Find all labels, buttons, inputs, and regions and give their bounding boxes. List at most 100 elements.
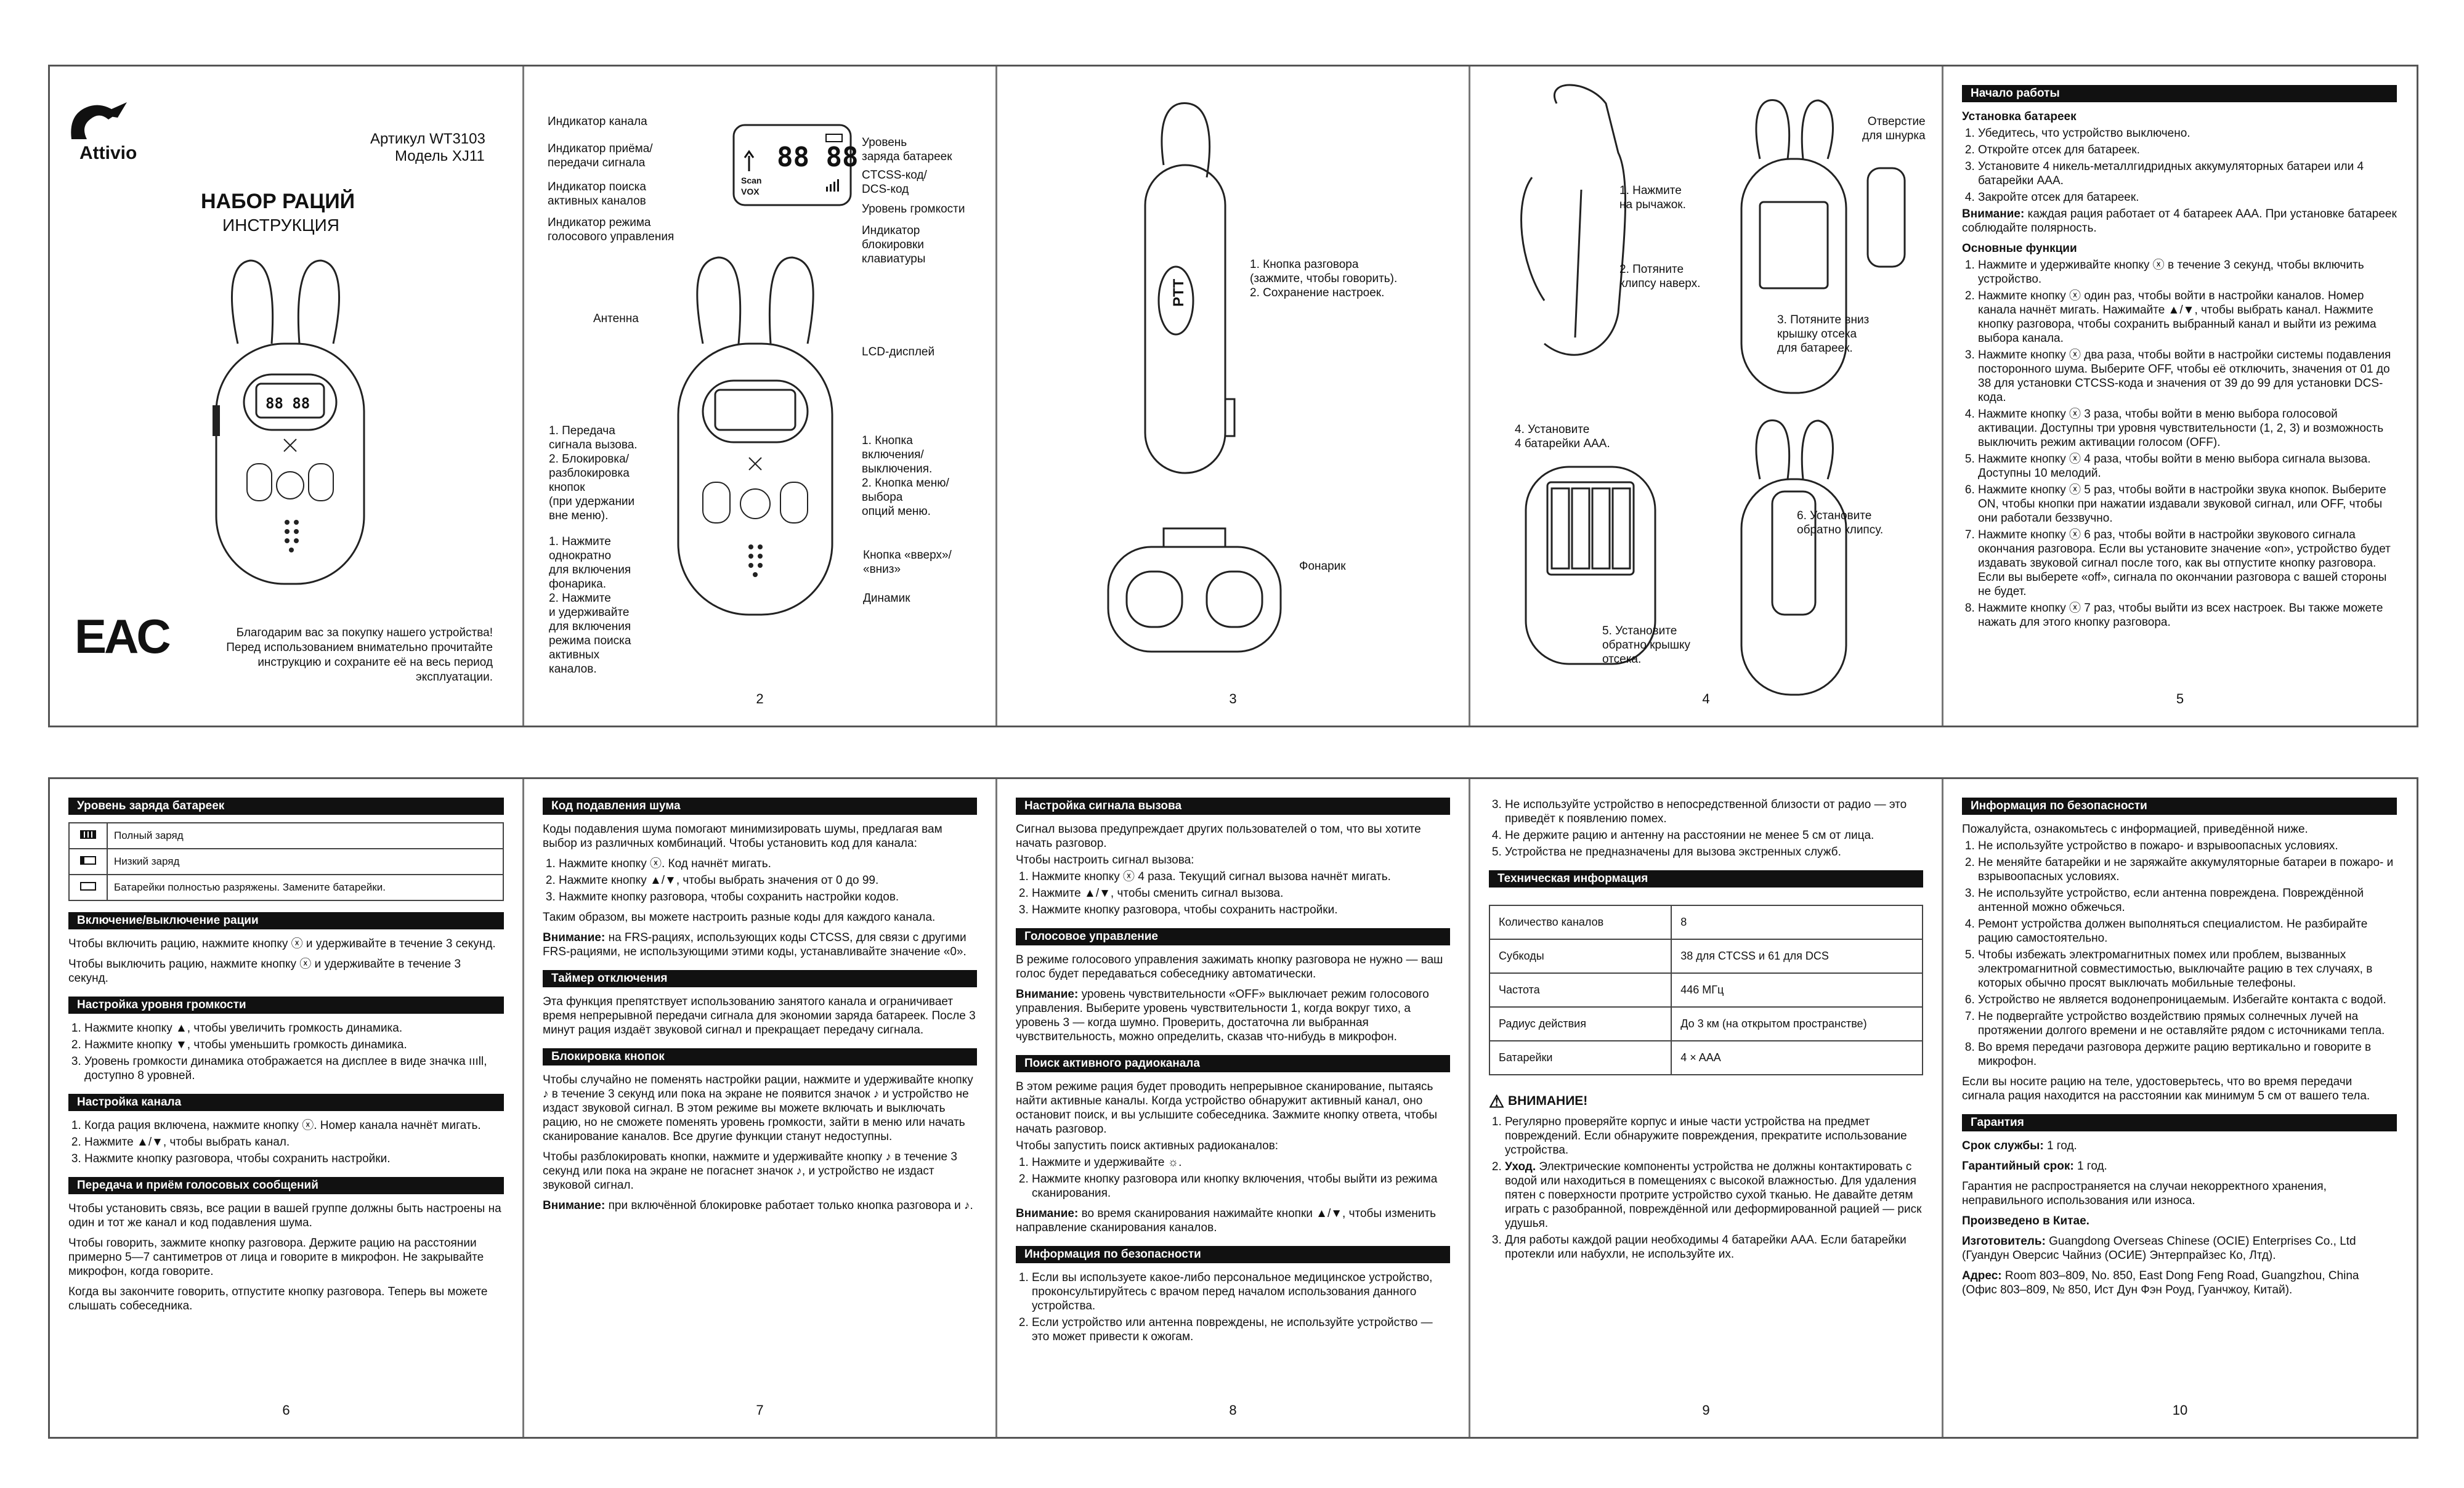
paragraph: Пожалуйста, ознакомьтесь с информацией, … <box>1962 823 2308 836</box>
step-1-line-1: 1. Нажмите <box>1619 184 1682 197</box>
attention-label: Внимание: <box>543 1199 606 1212</box>
radio-back-illustration-2 <box>1740 419 1847 696</box>
step-3-line-1: 3. Потяните вниз <box>1777 313 1870 326</box>
label-power-line-2: включения/ <box>862 448 924 461</box>
scan-label: Scan <box>741 176 761 185</box>
list-item: Устройства не предназначены для вызова э… <box>1505 845 1923 859</box>
safety-warranty-panel: Информация по безопасности Пожалуйста, о… <box>1943 779 2417 1437</box>
paragraph: Чтобы настроить сигнал вызова: <box>1016 854 1194 867</box>
model-number: Модель XJ11 <box>395 148 485 164</box>
label-ptt-line-3: 2. Блокировка/ <box>549 453 629 466</box>
list-item: Нажмите кнопку ⓧ 4 раза, чтобы войти в м… <box>1978 452 2397 480</box>
label-flashlight: Фонарик <box>1299 560 1346 573</box>
paragraph: Сигнал вызова предупреждает других польз… <box>1016 823 1421 850</box>
safety-list: Не используйте устройство в пожаро- и вз… <box>1962 839 2397 1069</box>
list-item: Уровень громкости динамика отображается … <box>84 1054 504 1083</box>
squelch-list: Нажмите кнопку ⓧ. Код начнёт мигать. Наж… <box>543 857 977 904</box>
list-item: Если вы используете какое-либо персональ… <box>1032 1271 1450 1313</box>
label-left-line-5: 2. Нажмите <box>549 592 611 605</box>
step-3-label: 3. Потяните вниз крышку отсека для батар… <box>1777 313 1869 355</box>
side-view-panel: PTT 1. Кнопка разговора (зажмите, чтобы … <box>997 67 1470 726</box>
warranty-period: Гарантийный срок: 1 год. <box>1962 1159 2397 1173</box>
squelch-panel: Код подавления шума Коды подавления шума… <box>524 779 997 1437</box>
step-6-line-1: 6. Установите <box>1797 509 1872 522</box>
paragraph: Эта функция препятствует использованию з… <box>543 995 976 1037</box>
list-item: Не используйте устройство в пожаро- и вз… <box>1978 839 2397 853</box>
list-item: Нажмите кнопку ▲/▼, чтобы выбрать значен… <box>559 873 977 888</box>
table-cell: 4 × AAA <box>1671 1040 1923 1075</box>
list-item: Нажмите кнопку разговора, чтобы сохранит… <box>84 1152 504 1166</box>
hand-clip-illustration <box>1520 84 1627 356</box>
section-header: Информация по безопасности <box>1016 1246 1450 1263</box>
doc-title: НАБОР РАЦИЙ <box>201 190 355 213</box>
safety-list-continued: Не используйте устройство в непосредстве… <box>1489 798 1923 859</box>
radio-back-illustration-1 <box>1740 99 1847 394</box>
lcd-closeup-illustration: 88 88 Scan VOX <box>732 124 858 206</box>
step-3-line-3: для батареек. <box>1777 342 1853 355</box>
radio-top-illustration <box>1107 527 1282 653</box>
section-header: Код подавления шума <box>543 798 977 815</box>
lanyard-line-1: Отверстие <box>1867 115 1926 128</box>
step-5-line-3: отсека. <box>1602 653 1642 666</box>
label-ctcss-line-2: DCS-код <box>862 183 909 196</box>
cover-panel: Attivio Артикул WT3103 Модель XJ11 НАБОР… <box>50 67 524 726</box>
page-number: 10 <box>2172 1402 2188 1418</box>
paragraph: Чтобы говорить, зажмите кнопку разговора… <box>68 1237 484 1278</box>
label-left-line-8: режима поиска <box>549 634 631 647</box>
list-item: Ремонт устройства должен выполняться спе… <box>1978 917 2397 945</box>
list-item: Нажмите кнопку ⓧ 5 раз, чтобы войти в на… <box>1978 483 2397 525</box>
table-cell: Частота <box>1488 972 1672 1008</box>
label-antenna: Антенна <box>593 312 639 325</box>
label-power-button: 1. Кнопка включения/ выключения. 2. Кноп… <box>862 434 949 519</box>
doc-subtitle: ИНСТРУКЦИЯ <box>222 216 339 235</box>
paragraph: Таким образом, вы можете настроить разны… <box>543 911 936 924</box>
paragraph: Если вы носите рацию на теле, удостоверь… <box>1962 1075 2370 1102</box>
channel-list: Когда рация включена, нажмите кнопку ⓧ. … <box>68 1118 504 1166</box>
table-cell: Количество каналов <box>1488 905 1672 940</box>
top-sheet: Attivio Артикул WT3103 Модель XJ11 НАБОР… <box>48 65 2418 727</box>
page-number: 8 <box>1229 1402 1237 1418</box>
paragraph: Чтобы выключить рацию, нажмите кнопку ⓧ … <box>68 958 461 985</box>
list-item: Нажмите кнопку разговора или кнопку вклю… <box>1032 1172 1450 1200</box>
label-left-line-7: для включения <box>549 620 631 633</box>
label-power-line-4: 2. Кнопка меню/ <box>862 477 949 490</box>
table-row: Батарейки полностью разряжены. Замените … <box>68 874 504 901</box>
label-ptt-line-1: 1. Передача <box>549 424 615 437</box>
battery-level-panel: Уровень заряда батареек Полный заряд Низ… <box>50 779 524 1437</box>
label-ptt-line-4: разблокировка <box>549 467 630 480</box>
service-life-label: Срок службы: <box>1962 1139 2044 1152</box>
label-ptt-line-7: вне меню). <box>549 509 609 522</box>
paragraph: Коды подавления шума помогают минимизиро… <box>543 823 942 850</box>
list-item: Не используйте устройство, если антенна … <box>1978 886 2397 915</box>
subheading: Основные функции <box>1962 242 2077 255</box>
safety-list: Если вы используете какое-либо персональ… <box>1016 1271 1450 1344</box>
table-cell: 446 МГц <box>1671 972 1923 1008</box>
vox-label: VOX <box>741 187 760 196</box>
attention-label: Внимание: <box>1962 208 2025 220</box>
label-talk-button: 1. Кнопка разговора (зажмите, чтобы гово… <box>1250 257 1397 300</box>
paragraph: Чтобы случайно не поменять настройки рац… <box>543 1074 973 1143</box>
label-ctcss-line-1: CTCSS-код/ <box>862 169 927 182</box>
list-item: Не держите рацию и антенну на расстоянии… <box>1505 828 1923 843</box>
step-1-line-2: на рычажок. <box>1619 198 1686 211</box>
section-header: Настройка канала <box>68 1094 504 1111</box>
volume-list: Нажмите кнопку ▲, чтобы увеличить громко… <box>68 1021 504 1083</box>
attention-label: Внимание: <box>1016 1207 1079 1220</box>
service-life-value: 1 год. <box>2043 1139 2077 1152</box>
section-header: Начало работы <box>1962 85 2397 102</box>
list-item: Нажмите кнопку ⓧ один раз, чтобы войти в… <box>1978 289 2397 346</box>
table-row: Полный заряд <box>68 822 504 849</box>
manufacturer-text: Guangdong Overseas Chinese (OCIE) Enterp… <box>1962 1235 2356 1262</box>
attention-note: Внимание: при включённой блокировке рабо… <box>543 1199 977 1213</box>
list-item: Нажмите кнопку разговора, чтобы сохранит… <box>559 890 977 904</box>
radio-front-illustration <box>677 256 833 616</box>
label-left-line-1: 1. Нажмите <box>549 535 611 548</box>
label-lock-line-2: блокировки <box>862 238 924 251</box>
step-6-line-2: обратно клипсу. <box>1797 524 1884 536</box>
list-item: Нажмите кнопку ▲, чтобы увеличить громко… <box>84 1021 504 1035</box>
list-item: Нажмите ▲/▼, чтобы сменить сигнал вызова… <box>1032 886 1450 900</box>
label-left-line-3: для включения <box>549 564 631 576</box>
paragraph: В режиме голосового управления зажимать … <box>1016 953 1443 981</box>
attention-text: на FRS-рациях, использующих коды CTCSS, … <box>543 931 967 958</box>
manufacturer-label: Изготовитель: <box>1962 1235 2046 1248</box>
